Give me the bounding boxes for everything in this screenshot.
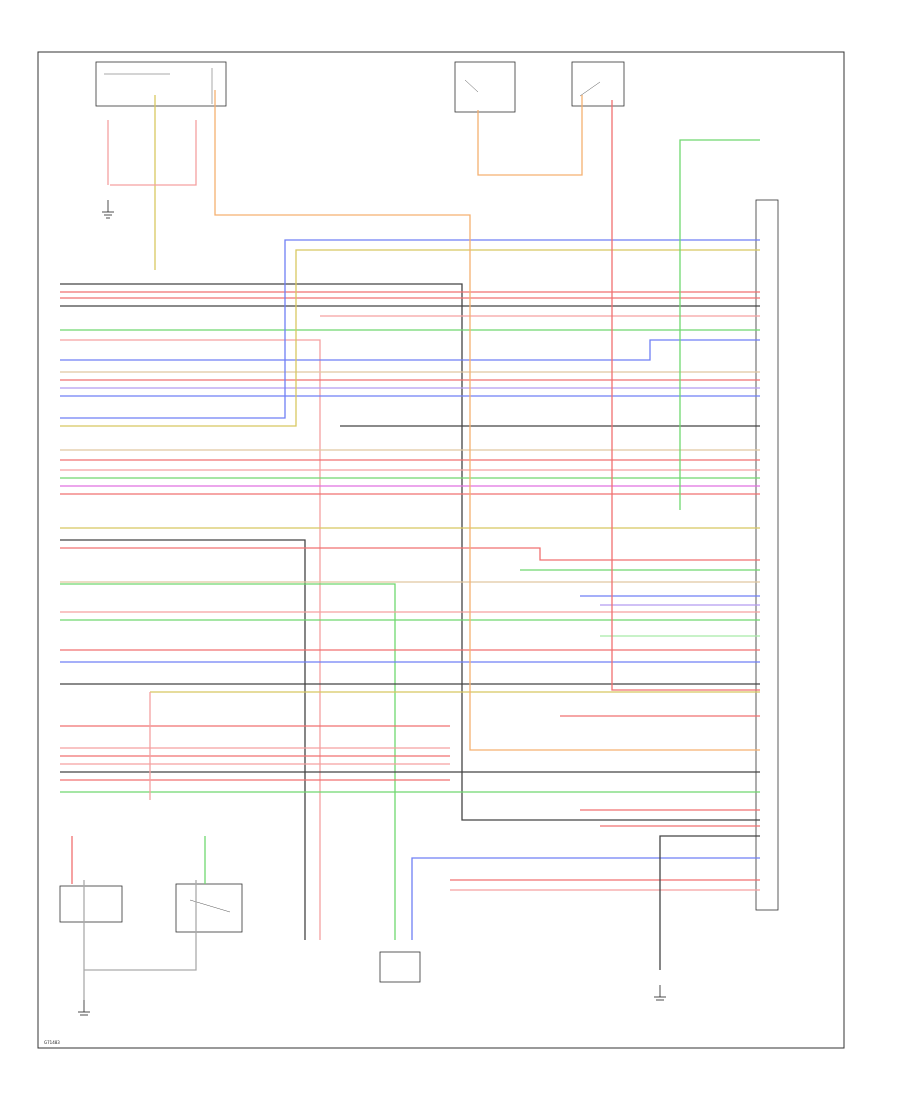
- ground-symbol: [654, 985, 666, 1001]
- wire: [110, 120, 197, 186]
- wire: [84, 880, 197, 971]
- ground-symbol: [102, 200, 114, 219]
- wire: [60, 339, 760, 361]
- wire-group: [60, 90, 760, 1000]
- wire: [214, 90, 760, 751]
- wire: [411, 857, 760, 940]
- wire: [679, 139, 760, 510]
- wire: [60, 239, 760, 419]
- top-right-relay: [571, 61, 625, 107]
- wire: [60, 583, 396, 940]
- relay-element: [579, 81, 601, 97]
- wire: [659, 835, 760, 970]
- ecm-connector: [755, 199, 779, 911]
- wire: [60, 539, 306, 940]
- ground-symbol: [78, 1000, 90, 1016]
- bottom-left-switch: [175, 883, 243, 933]
- wire: [60, 283, 760, 821]
- diagram-code: G71483: [44, 1040, 60, 1045]
- wire: [60, 249, 760, 427]
- wire: [60, 547, 760, 561]
- wire: [611, 100, 760, 691]
- top-middle-switch: [454, 61, 516, 113]
- wire: [60, 339, 321, 940]
- bottom-middle-sensor: [379, 951, 421, 983]
- top-left-sensor: [95, 61, 227, 107]
- diagram-frame: [37, 51, 845, 1049]
- bottom-left-sensor: [59, 885, 123, 923]
- switch-element: [189, 899, 231, 913]
- switch-element: [464, 79, 479, 93]
- wire: [477, 95, 583, 176]
